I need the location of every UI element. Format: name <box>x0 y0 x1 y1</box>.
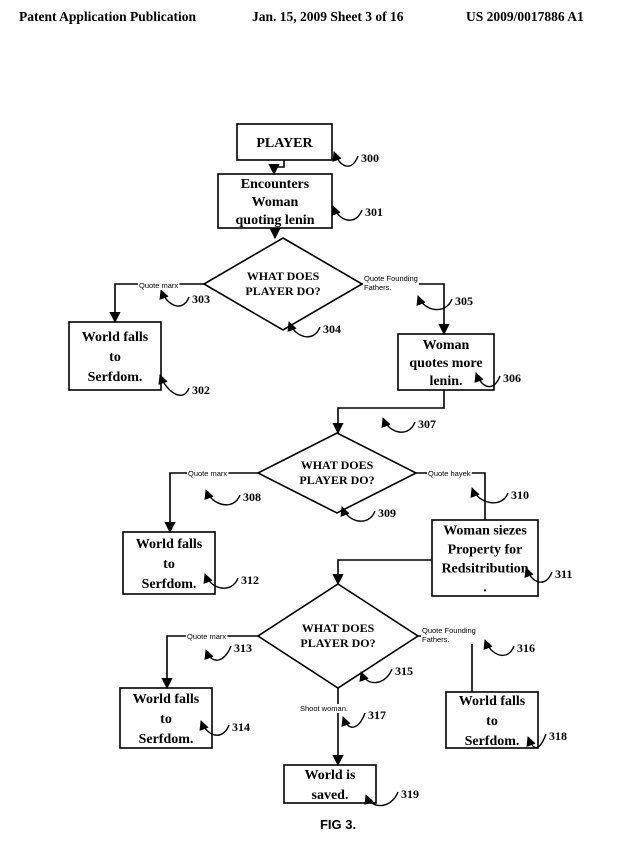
connector-313 <box>161 635 258 690</box>
reference-numeral-315: 315 <box>395 664 413 678</box>
reference-numeral-309: 309 <box>378 506 396 520</box>
reference-numeral-314: 314 <box>232 720 250 734</box>
reference-numeral-310: 310 <box>511 488 529 502</box>
reference-numeral-300: 300 <box>361 151 379 165</box>
reference-numeral-318: 318 <box>549 729 567 743</box>
reference-numeral-319: 319 <box>401 787 419 801</box>
process-box-label-300: PLAYER <box>256 136 313 151</box>
decision-diamond-304 <box>202 237 364 331</box>
reference-numeral-302: 302 <box>192 383 210 397</box>
reference-numeral-304: 304 <box>323 322 341 336</box>
reference-numeral-312: 312 <box>241 573 259 587</box>
reference-leader-317 <box>341 712 366 728</box>
connector-307 <box>332 390 445 435</box>
reference-numeral-308: 308 <box>243 490 261 504</box>
process-box-318 <box>445 691 539 749</box>
reference-leader-316 <box>483 639 515 657</box>
edge-label-310: Quote hayek <box>428 469 471 478</box>
reference-leader-307 <box>381 417 416 433</box>
figure-caption: FIG 3. <box>320 817 356 832</box>
reference-numeral-301: 301 <box>365 205 383 219</box>
reference-leader-311 <box>524 567 553 583</box>
header-patent-number: US 2009/0017886 A1 <box>466 9 584 24</box>
reference-leader-305 <box>416 295 453 311</box>
connector-310 <box>416 472 486 520</box>
reference-leader-308 <box>204 489 241 506</box>
reference-numeral-307: 307 <box>418 417 436 431</box>
process-box-319 <box>283 764 377 804</box>
reference-numeral-306: 306 <box>503 371 521 385</box>
connector-300-301 <box>268 160 285 176</box>
reference-leader-303 <box>159 289 190 307</box>
reference-leader-301 <box>331 205 363 221</box>
reference-numeral-313: 313 <box>234 641 252 655</box>
reference-numeral-305: 305 <box>455 294 473 308</box>
reference-numeral-303: 303 <box>192 292 210 306</box>
edge-label-317: Shoot woman. <box>300 704 348 713</box>
header-date-sheet: Jan. 15, 2009 Sheet 3 of 16 <box>252 9 404 24</box>
reference-leader-313 <box>204 645 232 661</box>
reference-leader-309 <box>340 506 376 522</box>
edge-label-303: Quote marx <box>139 281 178 290</box>
reference-leader-319 <box>364 791 399 807</box>
header-publication-type: Patent Application Publication <box>19 9 197 24</box>
edge-label-308: Quote marx <box>188 469 227 478</box>
connector-316 <box>418 635 473 692</box>
reference-leader-310 <box>470 487 509 504</box>
reference-numeral-316: 316 <box>517 641 535 655</box>
reference-leader-318 <box>526 733 547 749</box>
edge-label-313: Quote marx <box>187 632 226 641</box>
reference-numeral-311: 311 <box>555 567 572 581</box>
connector-308 <box>164 472 258 534</box>
connector-311-315 <box>332 559 432 586</box>
reference-leader-315 <box>359 668 393 684</box>
decision-diamond-309 <box>256 432 418 514</box>
reference-leader-302 <box>158 374 190 396</box>
reference-leader-312 <box>203 573 239 589</box>
reference-leader-304 <box>287 321 321 338</box>
reference-leader-314 <box>199 720 230 736</box>
reference-leader-300 <box>332 151 359 167</box>
reference-numeral-317: 317 <box>368 708 386 722</box>
reference-leader-306 <box>474 372 501 388</box>
